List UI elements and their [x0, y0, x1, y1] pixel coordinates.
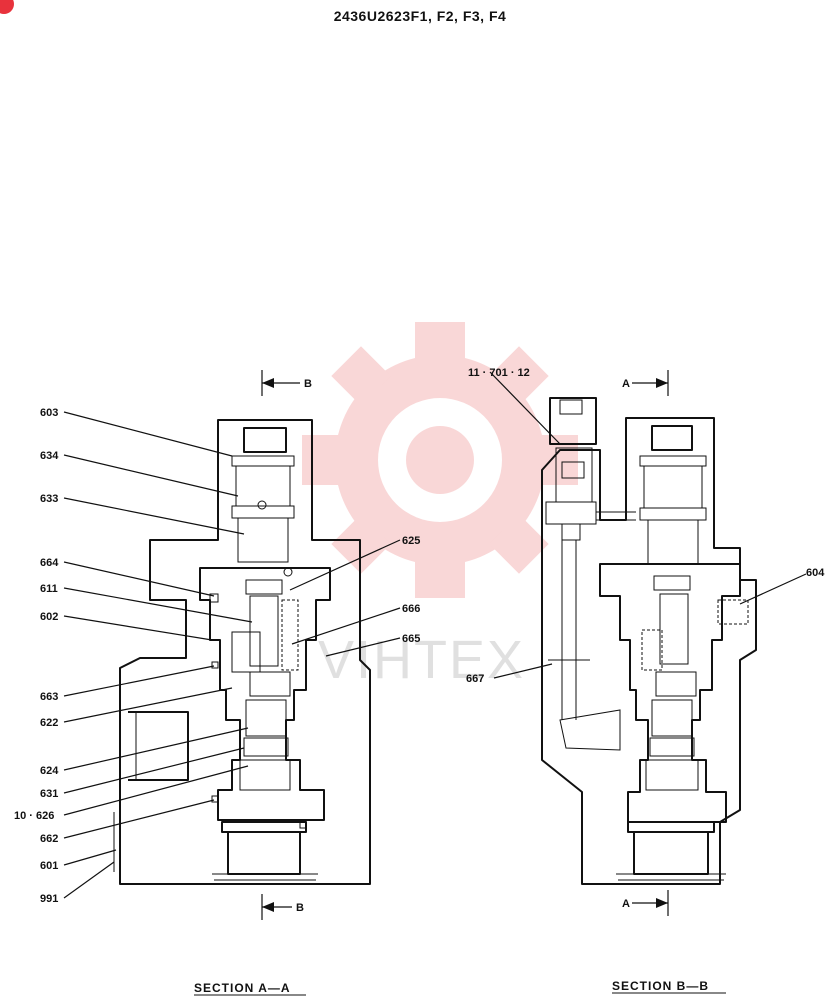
part-label-991: 991: [40, 893, 58, 905]
part-label-622: 622: [40, 717, 58, 729]
part-label-603: 603: [40, 407, 58, 419]
cut-label-b-top: B: [304, 378, 312, 390]
leader-lines: [63, 371, 807, 899]
part-label-662: 662: [40, 833, 58, 845]
section-a-view: [113, 419, 371, 885]
part-label-665: 665: [402, 633, 420, 645]
part-label-624: 624: [40, 765, 59, 777]
corner-logo-mark: [0, 0, 14, 14]
watermark-gear-icon: [302, 322, 578, 598]
cut-mark-b-top: B: [261, 370, 312, 396]
part-label-631: 631: [40, 788, 58, 800]
part-label-601: 601: [40, 860, 58, 872]
part-label-11-701-12: 11 · 701 · 12: [468, 367, 530, 379]
part-label-602: 602: [40, 611, 58, 623]
part-label-604: 604: [806, 567, 825, 579]
cut-label-a-top: A: [622, 378, 630, 390]
part-label-611: 611: [40, 583, 58, 595]
part-label-625: 625: [402, 535, 420, 547]
part-label-666: 666: [402, 603, 420, 615]
section-title-b: SECTION B—B: [612, 979, 709, 993]
cut-mark-b-bottom: B: [261, 894, 304, 920]
cut-mark-a-bottom: A: [622, 890, 669, 916]
drawing-title: 2436U2623F1, F2, F3, F4: [333, 8, 507, 24]
part-label-663: 663: [40, 691, 58, 703]
part-label-664: 664: [40, 557, 59, 569]
part-label-633: 633: [40, 493, 58, 505]
section-b-view: [541, 397, 757, 885]
section-title-a: SECTION A—A: [194, 981, 291, 995]
watermark-text: VIHTEX: [318, 630, 525, 690]
cut-mark-a-top: A: [622, 370, 669, 396]
cut-label-a-bottom: A: [622, 898, 630, 910]
part-label-667: 667: [466, 673, 484, 685]
cut-label-b-bottom: B: [296, 902, 304, 914]
part-label-634: 634: [40, 450, 59, 462]
part-label-10-626: 10 · 626: [14, 810, 54, 822]
